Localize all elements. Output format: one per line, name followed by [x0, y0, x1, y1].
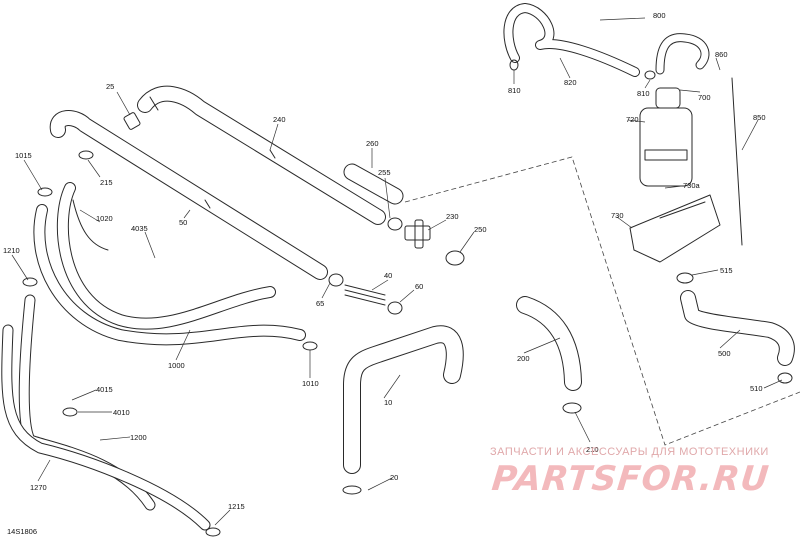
- callout-10: 10: [384, 398, 392, 407]
- callout-1000: 1000: [168, 361, 185, 370]
- hose-260[interactable]: [343, 163, 404, 205]
- watermark-logo: PARTSFOR.RU: [489, 459, 772, 499]
- callout-510: 510: [750, 384, 763, 393]
- callout-labels: 25 240 260 1015 215 255 230 1020 4035 50…: [3, 11, 766, 511]
- callout-4015: 4015: [96, 385, 113, 394]
- callout-4010: 4010: [113, 408, 130, 417]
- callout-820: 820: [564, 78, 577, 87]
- fitting-40[interactable]: [344, 284, 386, 306]
- callout-50: 50: [179, 218, 187, 227]
- callout-260: 260: [366, 139, 379, 148]
- hose-200[interactable]: [516, 296, 582, 391]
- watermark-tagline: ЗАПЧАСТИ И АКСЕССУАРЫ ДЛЯ МОТОТЕХНИКИ: [490, 446, 769, 458]
- callout-215: 215: [100, 178, 113, 187]
- coolant-reservoir[interactable]: [639, 87, 693, 187]
- hose-1270[interactable]: [1, 324, 211, 531]
- hose-500[interactable]: [680, 290, 795, 366]
- callout-1210: 1210: [3, 246, 20, 255]
- callout-810a: 810: [508, 86, 521, 95]
- callout-255: 255: [378, 168, 391, 177]
- callout-810b: 810: [637, 89, 650, 98]
- hose-50[interactable]: [49, 110, 328, 280]
- reservoir-bracket[interactable]: [629, 194, 721, 263]
- callout-1200: 1200: [130, 433, 147, 442]
- callout-1020: 1020: [96, 214, 113, 223]
- callout-850: 850: [753, 113, 766, 122]
- callout-230: 230: [446, 212, 459, 221]
- callout-25: 25: [106, 82, 114, 91]
- callout-240: 240: [273, 115, 286, 124]
- callout-200: 200: [517, 354, 530, 363]
- callout-730a: 730a: [683, 181, 701, 190]
- hose-10[interactable]: [343, 325, 464, 474]
- callout-730: 730: [611, 211, 624, 220]
- leader-lines: [11, 17, 783, 526]
- callout-1010: 1010: [302, 379, 319, 388]
- callout-40: 40: [384, 271, 392, 280]
- hose-850[interactable]: [731, 77, 743, 246]
- callout-60: 60: [415, 282, 423, 291]
- hose-820[interactable]: [503, 3, 640, 77]
- callout-210: 210: [586, 445, 599, 454]
- callout-1270: 1270: [30, 483, 47, 492]
- callout-1015: 1015: [15, 151, 32, 160]
- hose-800[interactable]: [655, 33, 710, 75]
- callout-860: 860: [715, 50, 728, 59]
- reservoir-group-boundary: [404, 156, 800, 446]
- callout-4035: 4035: [131, 224, 148, 233]
- callout-250: 250: [474, 225, 487, 234]
- hose-1000[interactable]: [33, 182, 306, 346]
- fitting-230[interactable]: [404, 219, 431, 249]
- hose-240[interactable]: [137, 85, 386, 225]
- callout-1215: 1215: [228, 502, 245, 511]
- callout-700: 700: [698, 93, 711, 102]
- callout-65: 65: [316, 299, 324, 308]
- callout-500: 500: [718, 349, 731, 358]
- hose-1020[interactable]: [72, 199, 109, 251]
- callout-515: 515: [720, 266, 733, 275]
- sheet-id: 14S1806: [7, 527, 38, 536]
- callout-800: 800: [653, 11, 666, 20]
- callout-720: 720: [626, 115, 639, 124]
- callout-20: 20: [390, 473, 398, 482]
